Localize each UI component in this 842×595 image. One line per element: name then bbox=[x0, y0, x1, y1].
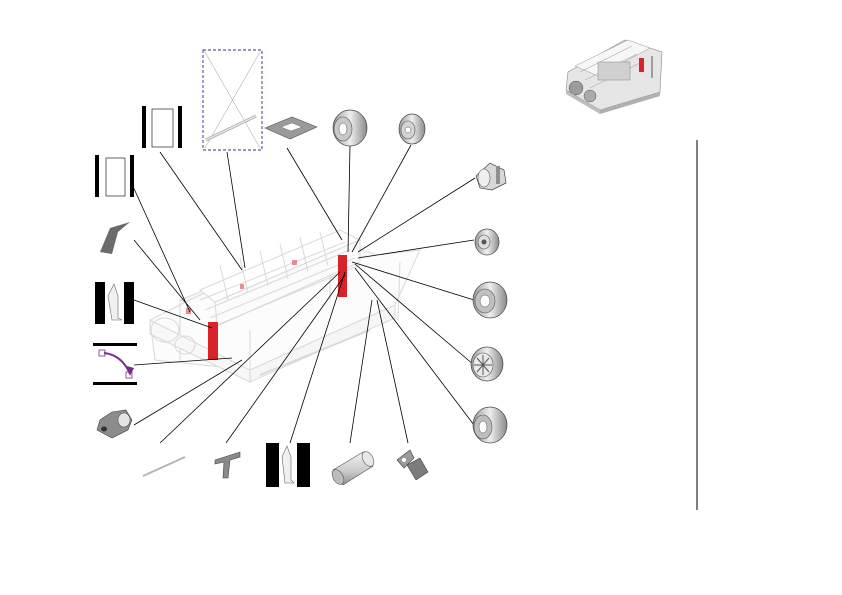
lock-lever bbox=[93, 343, 137, 385]
highlight-left-plate bbox=[208, 322, 218, 360]
roller-large-top bbox=[332, 109, 368, 147]
frame-cover-mid bbox=[142, 106, 182, 148]
rod bbox=[142, 456, 186, 477]
gear-small bbox=[474, 228, 500, 256]
lock-icon bbox=[98, 349, 106, 357]
square-plate bbox=[264, 116, 318, 140]
unlock-icon bbox=[125, 371, 133, 379]
roller-small-top bbox=[398, 113, 426, 145]
highlighted-components bbox=[186, 255, 347, 360]
assembly-thumbnail bbox=[565, 39, 663, 114]
frame-cover-left bbox=[95, 155, 134, 197]
highlight-right-plate bbox=[338, 255, 347, 297]
guide-plate-bottom bbox=[266, 443, 310, 487]
roller-ribbed bbox=[472, 281, 508, 319]
t-pin bbox=[214, 451, 241, 479]
sleeve bbox=[331, 451, 375, 486]
cam-part bbox=[96, 409, 133, 439]
placeholder-part bbox=[202, 49, 263, 151]
main-assembly bbox=[149, 229, 421, 383]
roller-spoked bbox=[470, 346, 504, 382]
roller-large-bottom bbox=[472, 406, 508, 444]
gear-bushing bbox=[475, 162, 507, 191]
guide-plate-left-icon bbox=[100, 222, 130, 254]
spring-clip bbox=[396, 449, 429, 481]
guide-plate-left bbox=[95, 282, 134, 324]
leader-lines bbox=[130, 144, 476, 444]
